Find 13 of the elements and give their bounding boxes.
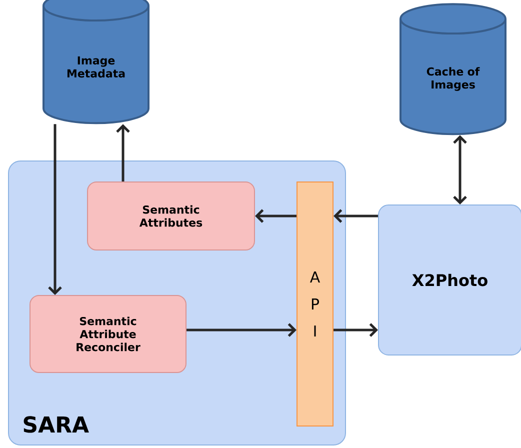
arrow — [116, 124, 130, 182]
service-box: X2Photo — [378, 204, 521, 356]
arrow — [334, 209, 378, 223]
component-box: Semantic Attributes — [87, 182, 255, 250]
database-cylinder: Cache of Images — [400, 3, 506, 136]
arrow — [453, 135, 467, 204]
arrow — [255, 209, 296, 223]
arrow — [334, 323, 378, 337]
arrow — [48, 124, 62, 295]
api-bar: A P I — [296, 182, 334, 426]
component-box: Semantic Attribute Reconciler — [30, 295, 186, 373]
database-cylinder: Image Metadata — [42, 0, 150, 124]
arrow — [186, 323, 296, 337]
